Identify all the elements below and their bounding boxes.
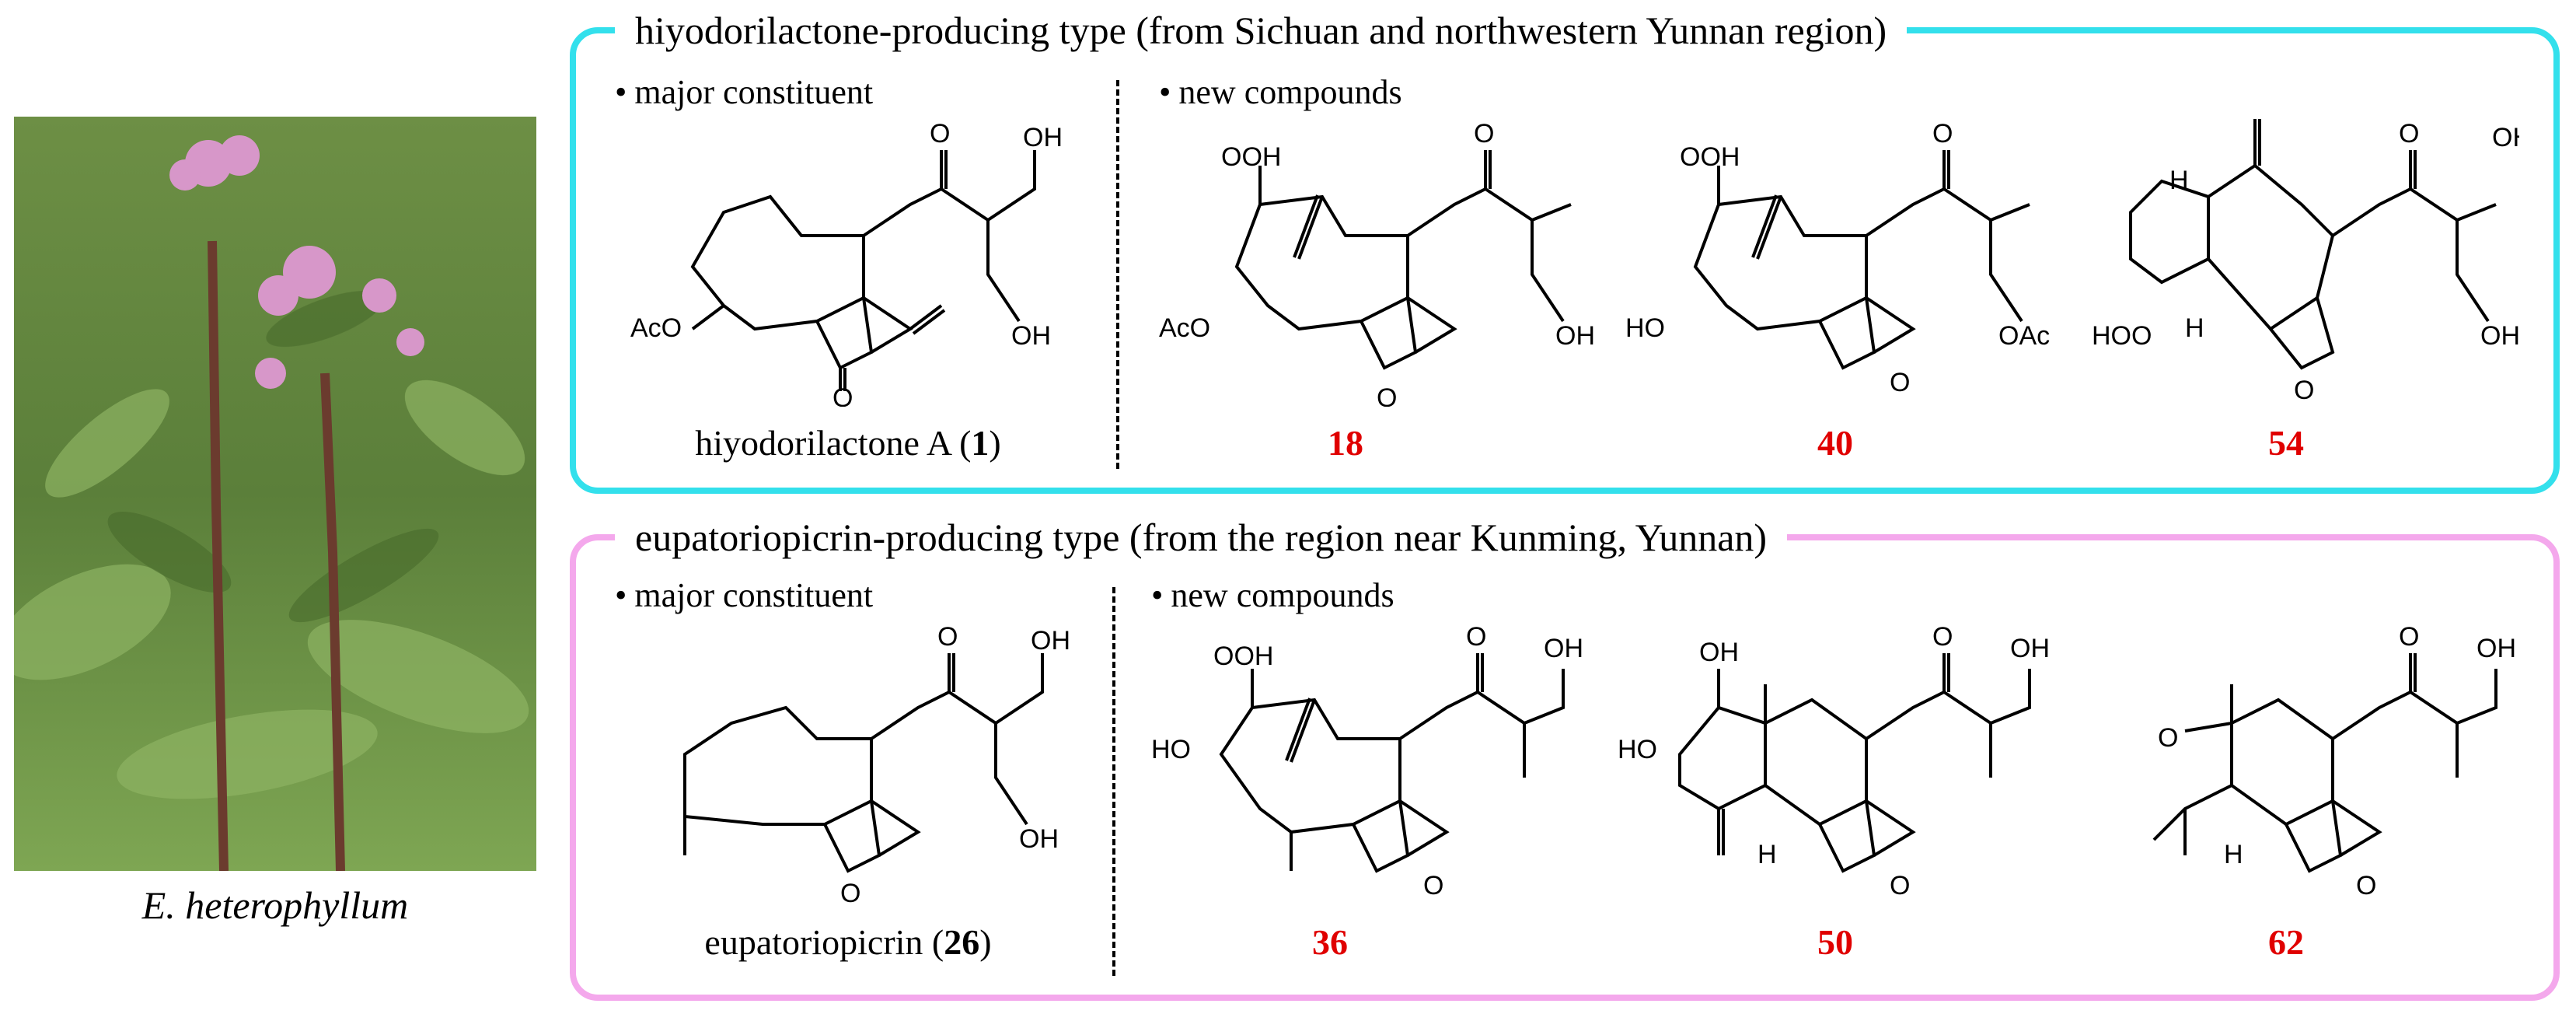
panel-title: hiyodorilactone-producing type (from Sic… xyxy=(615,7,1908,54)
structure-compound-36: OOH HO O OH O xyxy=(1151,622,1586,910)
oh-label: OH xyxy=(1011,321,1051,351)
ho-label: HO xyxy=(1151,735,1191,764)
eupatoriopicrin-panel: eupatoriopicrin-producing type (from the… xyxy=(570,514,2560,1001)
ooh-label: OOH xyxy=(1213,642,1273,671)
h-label: H xyxy=(2169,166,2189,195)
o-label: O xyxy=(2399,119,2419,149)
photo-caption: E. heterophyllum xyxy=(141,883,409,927)
o-label: O xyxy=(1890,871,1910,900)
ho-label: HO xyxy=(1625,313,1665,343)
aco-label: AcO xyxy=(630,313,682,343)
plant-photo xyxy=(14,117,536,871)
structure-compound-54: H HOO H O OH OH O xyxy=(2084,119,2519,407)
compound-name-major: eupatoriopicrin (26) xyxy=(704,922,992,962)
compound-number-54: 54 xyxy=(2268,423,2304,463)
o-label: O xyxy=(1377,383,1397,407)
o-label: O xyxy=(2294,376,2314,405)
o-label: O xyxy=(2158,723,2178,753)
o-label: O xyxy=(1890,368,1910,397)
oh-label: OH xyxy=(2492,123,2519,152)
dashed-divider xyxy=(1112,587,1115,976)
oh-label: OH xyxy=(2477,634,2516,663)
oh-label: OH xyxy=(1544,634,1583,663)
compound-number-50: 50 xyxy=(1817,922,1853,962)
o-label: O xyxy=(840,879,860,908)
structure-compound-40: OOH HO O OAc O xyxy=(1618,119,2053,407)
o-label: O xyxy=(1932,622,1953,652)
hoo-label: HOO xyxy=(2092,321,2152,351)
ho-label: HO xyxy=(1618,735,1657,764)
oh-label: OH xyxy=(1031,626,1070,656)
compound-name-major: hiyodorilactone A (1) xyxy=(695,423,1001,463)
o-label: O xyxy=(930,119,950,149)
o-label: O xyxy=(1474,119,1494,149)
aco-label: AcO xyxy=(1159,313,1210,343)
ooh-label: OOH xyxy=(1221,142,1281,172)
dashed-divider xyxy=(1116,80,1119,469)
hiyodorilactone-panel: hiyodorilactone-producing type (from Sic… xyxy=(570,7,2560,494)
h-label: H xyxy=(2185,313,2204,343)
oh-label: OH xyxy=(1023,123,1063,152)
compound-number-18: 18 xyxy=(1328,423,1363,463)
oh-label: OH xyxy=(2480,321,2519,351)
o-label: O xyxy=(832,383,853,407)
structure-compound-62: O H O OH O xyxy=(2084,622,2519,910)
compound-number-40: 40 xyxy=(1817,423,1853,463)
o-label: O xyxy=(1466,622,1486,652)
o-label: O xyxy=(2399,622,2419,652)
oh-label: OH xyxy=(2010,634,2050,663)
structure-hiyodorilactone-a: AcO O OH OH O xyxy=(615,119,1081,407)
oh-label: OH xyxy=(1019,824,1059,854)
oac-label: OAc xyxy=(1998,321,2050,351)
ooh-label: OOH xyxy=(1680,142,1740,172)
oh-label: OH xyxy=(1699,638,1739,667)
structure-compound-50: OH HO H O OH O xyxy=(1618,622,2053,910)
o-label: O xyxy=(1932,119,1953,149)
new-compounds-label: •new compounds xyxy=(1151,576,1394,614)
h-label: H xyxy=(1757,840,1777,869)
h-label: H xyxy=(2224,840,2243,869)
o-label: O xyxy=(2356,871,2376,900)
o-label: O xyxy=(1423,871,1443,900)
compound-number-62: 62 xyxy=(2268,922,2304,962)
new-compounds-label: •new compounds xyxy=(1159,73,1402,111)
structure-compound-18: OOH AcO O OH O xyxy=(1159,119,1594,407)
major-constituent-label: •major constituent xyxy=(615,73,874,111)
major-constituent-label: •major constituent xyxy=(615,576,874,614)
o-label: O xyxy=(937,622,958,652)
oh-label: OH xyxy=(1555,321,1594,351)
structure-eupatoriopicrin: O OH OH O xyxy=(623,622,1089,910)
compound-number-36: 36 xyxy=(1312,922,1348,962)
panel-title: eupatoriopicrin-producing type (from the… xyxy=(615,514,1788,561)
plant-photo-image xyxy=(14,117,536,871)
